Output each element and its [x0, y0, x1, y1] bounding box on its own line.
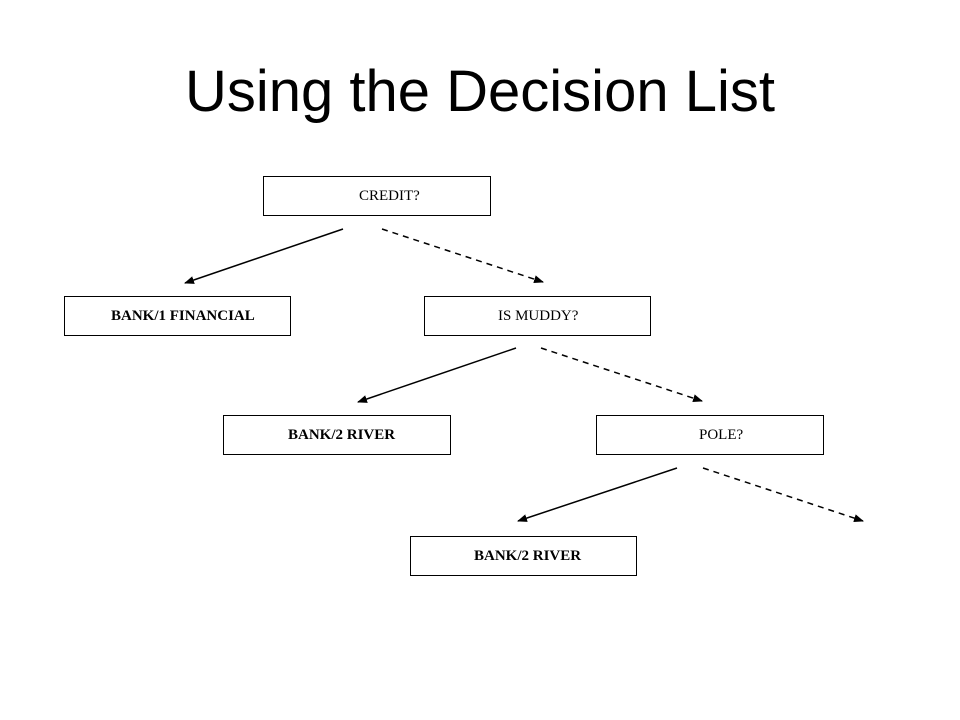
node-pole-label: POLE? — [699, 427, 744, 443]
node-bank2-river-b: BANK/2 RIVER — [410, 536, 637, 576]
edge-pole-to-unlabeled — [702, 467, 864, 522]
node-credit: CREDIT? — [263, 176, 491, 216]
node-bank2b-label: BANK/2 RIVER — [474, 548, 582, 564]
edge-muddy-to-pole — [540, 347, 703, 402]
edge-muddy-to-bank2a — [357, 347, 517, 403]
slide-title: Using the Decision List — [185, 59, 775, 124]
node-bank1-label: BANK/1 FINANCIAL — [111, 308, 255, 324]
node-bank2-river-a: BANK/2 RIVER — [223, 415, 451, 455]
node-credit-label: CREDIT? — [359, 188, 420, 204]
edge-pole-to-bank2b — [517, 467, 678, 522]
node-pole: POLE? — [596, 415, 824, 455]
edge-credit-to-muddy — [381, 228, 544, 283]
node-bank2a-label: BANK/2 RIVER — [288, 427, 396, 443]
node-is-muddy: IS MUDDY? — [424, 296, 651, 336]
node-muddy-label: IS MUDDY? — [498, 308, 579, 324]
node-bank1-financial: BANK/1 FINANCIAL — [64, 296, 291, 336]
edge-credit-to-bank1 — [184, 228, 344, 284]
